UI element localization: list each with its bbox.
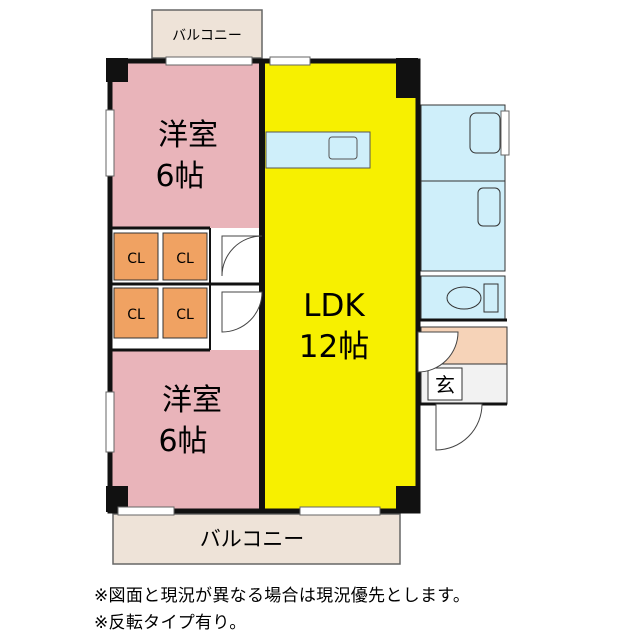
ldk <box>262 61 418 511</box>
balcony-top-label: バルコニー <box>172 28 242 44</box>
entrance-tag <box>427 367 463 401</box>
western-room-1 <box>110 61 262 228</box>
ldk-size: 12帖 <box>299 329 369 365</box>
closet-label-1: CL <box>127 251 145 267</box>
closet-label-4: CL <box>176 307 194 323</box>
western-room-1-name: 洋室 <box>158 118 218 153</box>
closet-4 <box>162 287 208 339</box>
balcony-top <box>151 9 263 59</box>
closet-3 <box>113 287 159 339</box>
western-room-1-size: 6帖 <box>155 159 204 194</box>
closet-2 <box>162 232 208 281</box>
western-room-2 <box>110 350 262 511</box>
western-room-2-name: 洋室 <box>162 383 222 418</box>
bathtub-icon <box>469 112 501 154</box>
toilet-icon <box>446 286 482 310</box>
doors <box>221 235 483 451</box>
windows <box>105 56 510 516</box>
kitchen-sink <box>328 136 358 160</box>
western-room-2-size: 6帖 <box>158 424 207 459</box>
balcony-bottom-label: バルコニー <box>200 527 305 551</box>
toilet-tank-icon <box>483 283 499 313</box>
closet-label-2: CL <box>176 251 194 267</box>
closet-1 <box>113 232 159 281</box>
entrance-label: 玄 <box>435 373 455 397</box>
inner-hall <box>210 228 262 350</box>
closet-label-3: CL <box>127 307 145 323</box>
note-line-2: ※反転タイプ有り。 <box>94 613 247 633</box>
columns <box>106 58 418 512</box>
wash-basin-icon <box>477 187 501 227</box>
balcony-bottom <box>112 513 401 565</box>
note-line-1: ※図面と現況が異なる場合は現況優先とします。 <box>94 586 471 606</box>
ldk-name: LDK <box>303 288 365 324</box>
